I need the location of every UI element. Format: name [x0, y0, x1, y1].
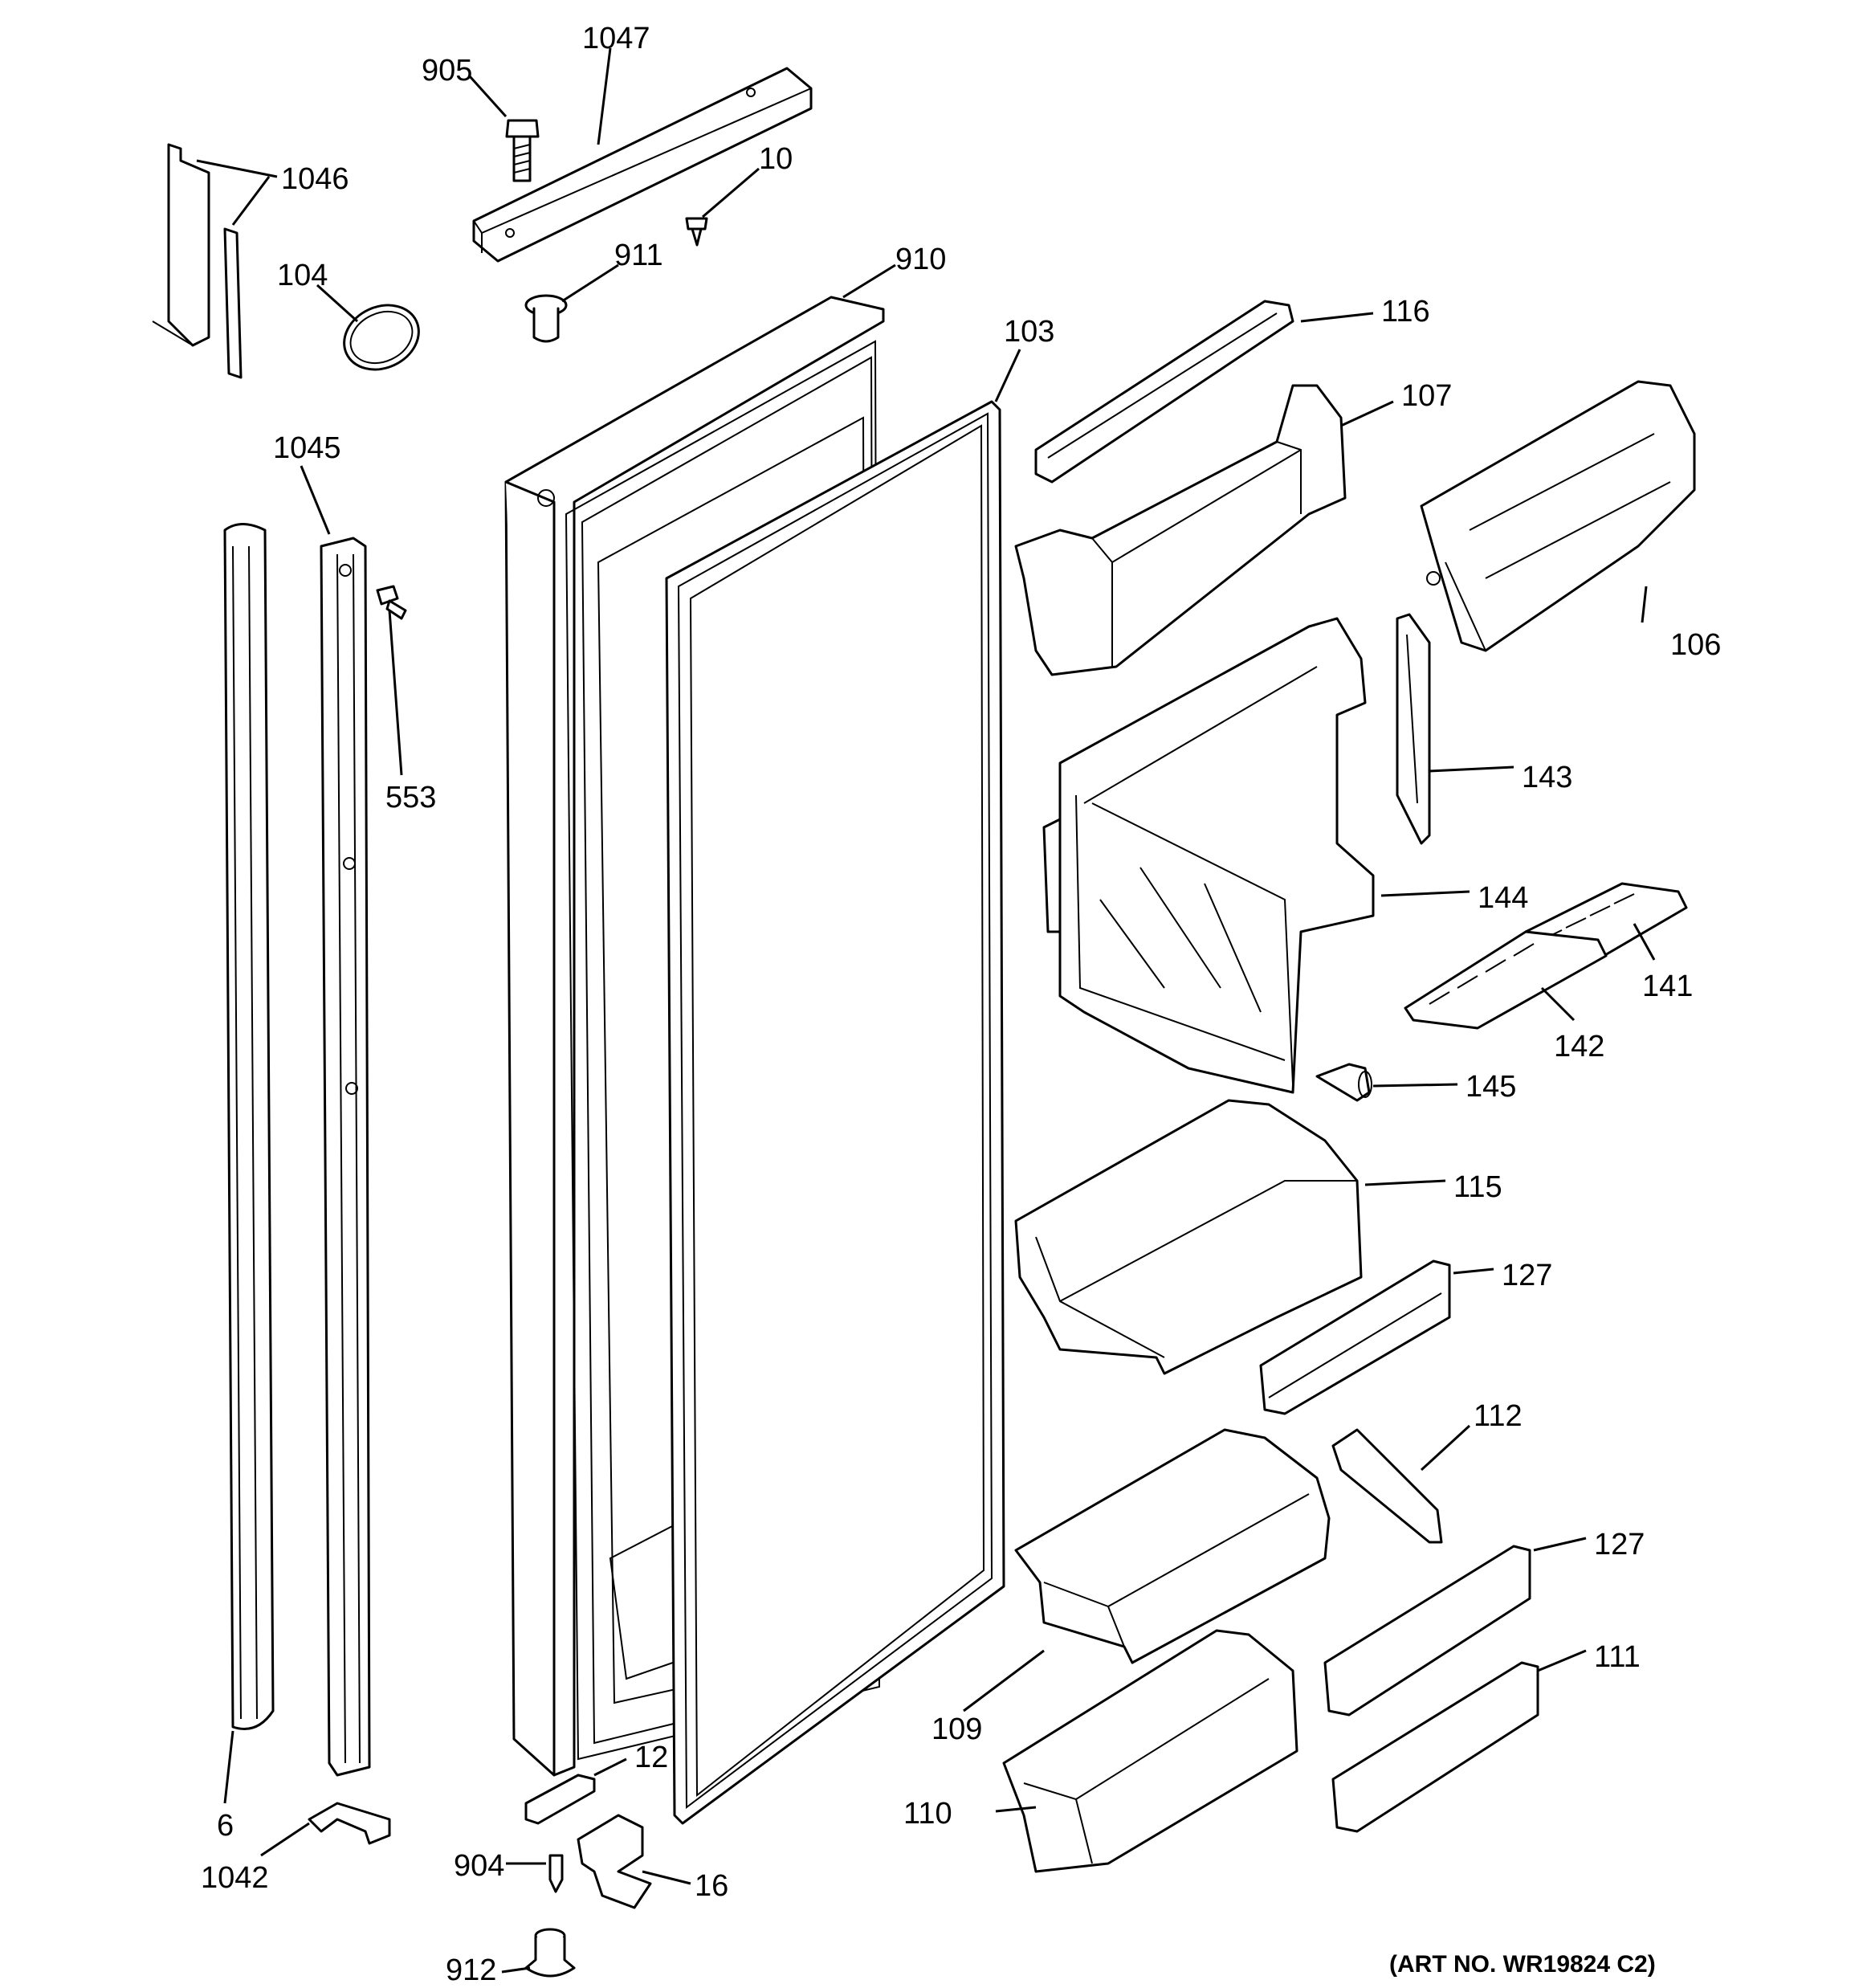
label-10: 10 — [759, 142, 793, 176]
part-1042-hinge — [308, 1802, 391, 1845]
label-107: 107 — [1401, 379, 1452, 413]
label-6: 6 — [217, 1809, 234, 1843]
part-127-front-b — [1323, 1545, 1531, 1717]
label-143: 143 — [1522, 761, 1572, 794]
label-104: 104 — [277, 259, 328, 292]
label-141: 141 — [1642, 970, 1693, 1003]
part-106-cover — [1420, 380, 1696, 652]
label-144: 144 — [1478, 881, 1528, 915]
part-111-front — [1331, 1661, 1539, 1833]
part-107-bin — [1014, 384, 1347, 676]
label-110: 110 — [903, 1797, 952, 1831]
label-112: 112 — [1474, 1399, 1523, 1433]
art-number: (ART NO. WR19824 C2) — [1389, 1951, 1656, 1978]
part-116-bar — [1034, 300, 1294, 484]
label-142: 142 — [1554, 1030, 1604, 1063]
part-6-trim — [223, 523, 275, 1730]
label-905: 905 — [422, 54, 472, 88]
part-12-plate — [524, 1774, 596, 1825]
label-12: 12 — [634, 1741, 668, 1774]
label-1045: 1045 — [273, 431, 341, 465]
label-145: 145 — [1466, 1070, 1516, 1104]
part-143-strip — [1396, 613, 1431, 845]
label-910: 910 — [895, 243, 946, 276]
part-1046-trim — [152, 143, 243, 379]
label-127-b: 127 — [1594, 1528, 1645, 1561]
label-912: 912 — [446, 1953, 496, 1987]
label-553: 553 — [385, 781, 436, 814]
label-111: 111 — [1594, 1640, 1641, 1674]
part-109-bin — [1014, 1428, 1331, 1664]
part-103-gasket — [665, 400, 1005, 1825]
label-16: 16 — [695, 1869, 728, 1903]
label-109: 109 — [932, 1712, 982, 1746]
label-1042: 1042 — [201, 1861, 269, 1895]
part-911-bushing — [524, 294, 568, 343]
part-1047-bracket — [472, 67, 813, 263]
part-905-bolt — [505, 119, 540, 182]
part-912-bushing — [524, 1928, 576, 1978]
part-553-screw — [376, 585, 407, 620]
leader-lines — [196, 47, 1656, 1974]
part-10-screw — [685, 217, 708, 247]
label-127-a: 127 — [1502, 1259, 1552, 1292]
label-904: 904 — [454, 1849, 504, 1883]
label-103: 103 — [1004, 315, 1054, 349]
part-112-part — [1331, 1428, 1443, 1544]
label-106: 106 — [1670, 628, 1721, 662]
label-116: 116 — [1381, 295, 1430, 329]
part-16-hinge — [577, 1814, 652, 1909]
part-115-bin — [1014, 1099, 1363, 1375]
part-127-front-a — [1259, 1259, 1451, 1415]
label-1046: 1046 — [281, 162, 349, 196]
part-144-bin — [1042, 617, 1375, 1094]
label-115: 115 — [1453, 1170, 1502, 1204]
part-145-knob — [1315, 1063, 1372, 1102]
part-104-ring — [343, 304, 420, 371]
label-911: 911 — [614, 239, 663, 272]
part-142-tray — [1404, 930, 1608, 1030]
label-1047: 1047 — [582, 22, 650, 55]
part-1045-trim — [320, 537, 371, 1777]
part-904-screw — [548, 1854, 564, 1893]
part-110-bin — [1002, 1629, 1298, 1873]
